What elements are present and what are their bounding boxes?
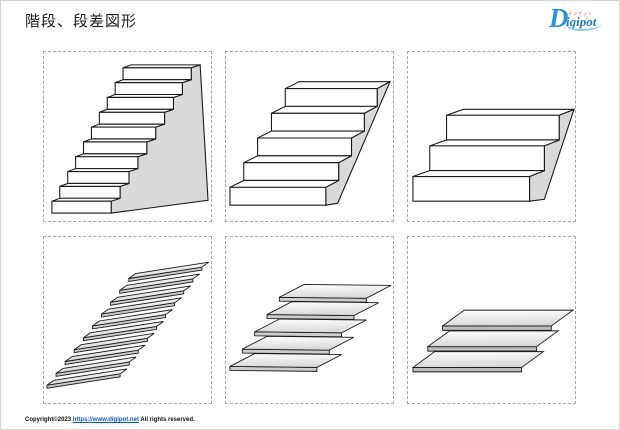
copyright-line: Copyright©2023 https://www.digipot.net A… [25,417,195,423]
copyright-suffix: All rights reserved. [138,417,195,423]
staircase-3d-3-steps-figure [412,108,575,202]
panel-flat-steps-3 [407,236,576,404]
digipot-logo: D デジポット igipot [549,3,605,35]
panel-staircase-10-steps [43,51,212,222]
staircase-3d-10-steps-figure [51,64,209,214]
logo-tagline: デジポット [568,11,593,16]
panel-staircase-3-steps [407,51,576,222]
flat-step-cascade-5-figure [229,283,392,372]
flat-step-cascade-3-figure [411,309,575,373]
logo-swoosh-icon [565,19,603,31]
page-title: 階段、段差図形 [25,13,138,30]
panel-staircase-5-steps [225,51,394,222]
panel-flat-steps-5 [225,236,394,404]
logo-letter-d: D [549,3,569,33]
digipot-link[interactable]: https://www.digipot.net [72,417,139,423]
staircase-3d-5-steps-figure [229,80,392,206]
panel-flat-steps-10 [43,236,212,404]
flat-step-cascade-10-figure [46,261,210,389]
copyright-prefix: Copyright©2023 [25,417,73,423]
